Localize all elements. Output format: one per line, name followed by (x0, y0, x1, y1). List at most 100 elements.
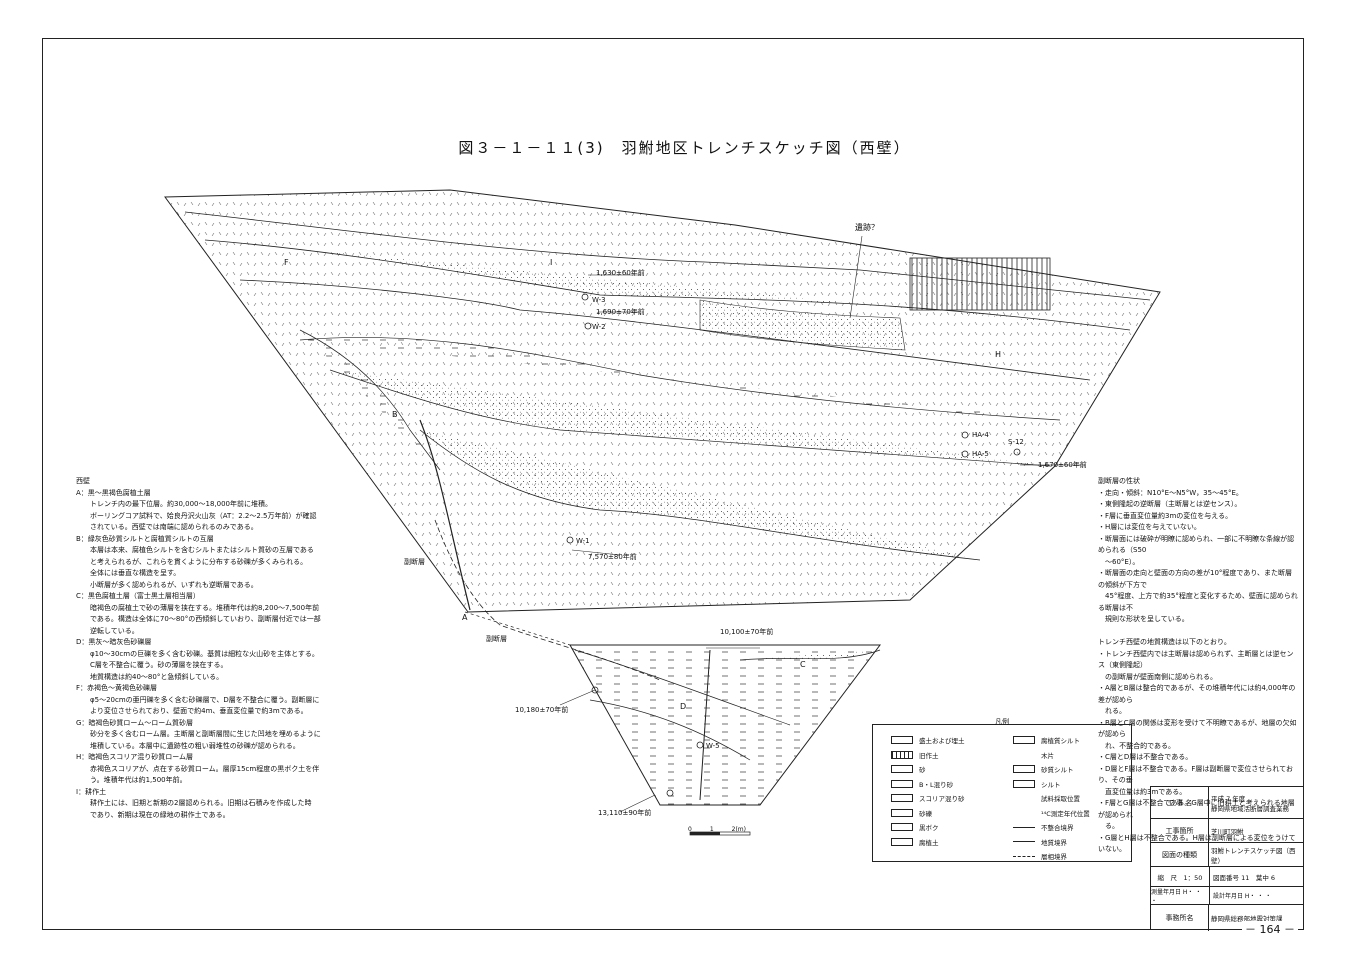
tb-office-row: 事務所名 静岡県総務部地震対策課 (1151, 905, 1303, 931)
date-label-6: 10,180±70年前 (515, 706, 569, 714)
tb-design-date: 設計年月日 H・ ・ ・ (1213, 893, 1272, 900)
left-notes-body: A：黒～黒褐色腐植土層 トレンチ内の最下位層。約30,000～18,000年前に… (76, 488, 321, 819)
legend-item: 腐植土 (891, 835, 965, 850)
layer-label-c: C (800, 660, 806, 669)
legend-item: 砂礫 (891, 806, 965, 821)
layer-label-i: I (550, 258, 553, 267)
tb-location-key: 工事箇所 (1151, 819, 1209, 842)
legend-right-column: 腐植質シルト 木片 砂質シルト シルト 試料採取位置 ¹⁴C測定年代位置 不整合… (1013, 733, 1090, 864)
legend-item: B・L混り砂 (891, 777, 965, 792)
tb-dates-row: 測量年月日 H・ ・ ・ 設計年月日 H・ ・ ・ (1151, 887, 1303, 905)
tb-office-key: 事務所名 (1151, 905, 1209, 931)
right-notes-body: ・走向・傾斜：N10°E～N5°W，35～45°E。 ・東側隆起の逆断層（主断層… (1098, 488, 1298, 854)
sample-label-w3: W-3 (592, 296, 606, 304)
sample-label-w2: W-2 (592, 323, 606, 331)
fault-connection (464, 611, 571, 646)
legend-line (1013, 855, 1035, 857)
legend-swatch (891, 823, 913, 832)
scale-label: 0 1 2(m) (688, 826, 746, 833)
title-block: 工 事 名 平成 7 年度 静岡県地域活断層調査業務 工事箇所 芝川町羽鮒 図面… (1150, 786, 1304, 931)
figure-title: 図３－１－１１(3) 羽鮒地区トレンチスケッチ図（西壁） (458, 139, 911, 157)
legend-swatch (891, 808, 913, 817)
sample-label-s12: S-12 (1008, 438, 1024, 446)
right-notes-heading: 副断層の性状 (1098, 477, 1140, 485)
fault-label-lower: 副断層 (486, 635, 507, 643)
tb-drawing-key: 図面の種類 (1151, 843, 1209, 866)
legend-item: 木片 (1013, 748, 1090, 763)
legend-swatch (1013, 750, 1035, 759)
tb-office-value: 静岡県総務部地震対策課 (1211, 915, 1283, 923)
ruins-label: 遺跡？ (855, 223, 879, 232)
legend-item: 旧作土 (891, 748, 965, 763)
tb-drawing-row: 図面の種類 羽鮒トレンチスケッチ図（西壁） (1151, 843, 1303, 867)
legend-swatch (891, 750, 913, 759)
tb-project-key: 工 事 名 (1151, 787, 1209, 818)
legend-swatch (1013, 794, 1035, 803)
legend-label: 腐植土 (919, 838, 939, 847)
left-notes: 西壁 A：黒～黒褐色腐植土層 トレンチ内の最下位層。約30,000～18,000… (76, 476, 346, 821)
sample-label-ha5: HA-5 (972, 450, 989, 458)
legend-item: スコリア混り砂 (891, 791, 965, 806)
legend-title: 凡例 (995, 718, 1009, 726)
legend-swatch (1013, 808, 1035, 817)
legend-swatch (891, 779, 913, 788)
legend-label: 腐植質シルト (1041, 737, 1080, 746)
legend-item: シルト (1013, 777, 1090, 792)
sample-label-ha4: HA-4 (972, 431, 989, 439)
legend-swatch (891, 794, 913, 803)
lower-trench (569, 644, 881, 806)
sample-label-w5: W-5 (706, 742, 720, 750)
legend-label: 地質境界 (1041, 838, 1067, 847)
fault-label-upper: 副断層 (404, 558, 425, 566)
legend-item: ¹⁴C測定年代位置 (1013, 806, 1090, 821)
legend-line (1013, 826, 1035, 828)
legend-label: 砂礫 (919, 809, 932, 818)
date-label-7: 13,110±90年前 (598, 809, 652, 817)
legend-item: 盛土および埋土 (891, 733, 965, 748)
legend-item: 地質境界 (1013, 835, 1090, 850)
layer-label-d: D (680, 702, 687, 711)
legend-label: スコリア混り砂 (919, 795, 965, 804)
drawing-frame (42, 38, 1304, 930)
legend-swatch (891, 736, 913, 745)
legend-item: 砂質シルト (1013, 762, 1090, 777)
right-notes: 副断層の性状 ・走向・傾斜：N10°E～N5°W，35～45°E。 ・東側隆起の… (1098, 476, 1298, 856)
legend-label: B・L混り砂 (919, 780, 954, 789)
tb-project-row: 工 事 名 平成 7 年度 静岡県地域活断層調査業務 (1151, 787, 1303, 819)
legend-swatch (1013, 765, 1035, 774)
date-label-3: 1,670±60年前 (1038, 461, 1087, 469)
legend-item: 腐植質シルト (1013, 733, 1090, 748)
legend-item: 不整合境界 (1013, 820, 1090, 835)
legend: 凡例 盛土および埋土 旧作土 砂 B・L混り砂 スコリア混り砂 砂礫 黒ボク 腐… (872, 718, 1132, 864)
legend-label: 木片 (1041, 751, 1054, 760)
legend-left-column: 盛土および埋土 旧作土 砂 B・L混り砂 スコリア混り砂 砂礫 黒ボク 腐植土 (891, 733, 965, 849)
legend-label: 砂質シルト (1041, 766, 1074, 775)
legend-swatch (891, 765, 913, 774)
legend-label: 層相境界 (1041, 853, 1067, 862)
legend-item: 層相境界 (1013, 849, 1090, 864)
sample-markers (566, 293, 1021, 797)
tb-project-name: 静岡県地域活断層調査業務 (1211, 804, 1289, 813)
left-notes-heading: 西壁 (76, 477, 90, 485)
sub-fault-line (434, 519, 661, 681)
tb-drawing-value: 羽鮒トレンチスケッチ図（西壁） (1211, 846, 1296, 865)
legend-label: 砂 (919, 766, 926, 775)
legend-label: 旧作土 (919, 751, 939, 760)
legend-label: 黒ボク (919, 824, 939, 833)
layer-label-f: F (284, 258, 289, 267)
legend-swatch (891, 837, 913, 846)
legend-swatch (1013, 736, 1035, 745)
scale-bar (689, 831, 751, 836)
legend-item: 砂 (891, 762, 965, 777)
legend-label: 盛土および埋土 (919, 737, 965, 746)
legend-swatch (1013, 779, 1035, 788)
sample-label-w1: W-1 (576, 537, 590, 545)
legend-item: 黒ボク (891, 820, 965, 835)
legend-label: 試料採取位置 (1041, 795, 1080, 804)
layer-label-h: H (995, 350, 1002, 359)
date-label-2: 1,690±70年前 (596, 308, 645, 316)
legend-label: シルト (1041, 780, 1061, 789)
date-label-1: 1,630±60年前 (596, 269, 645, 277)
tb-scale-row: 縮 尺 1：50 図面番号 11 葉中 6 (1151, 867, 1303, 887)
